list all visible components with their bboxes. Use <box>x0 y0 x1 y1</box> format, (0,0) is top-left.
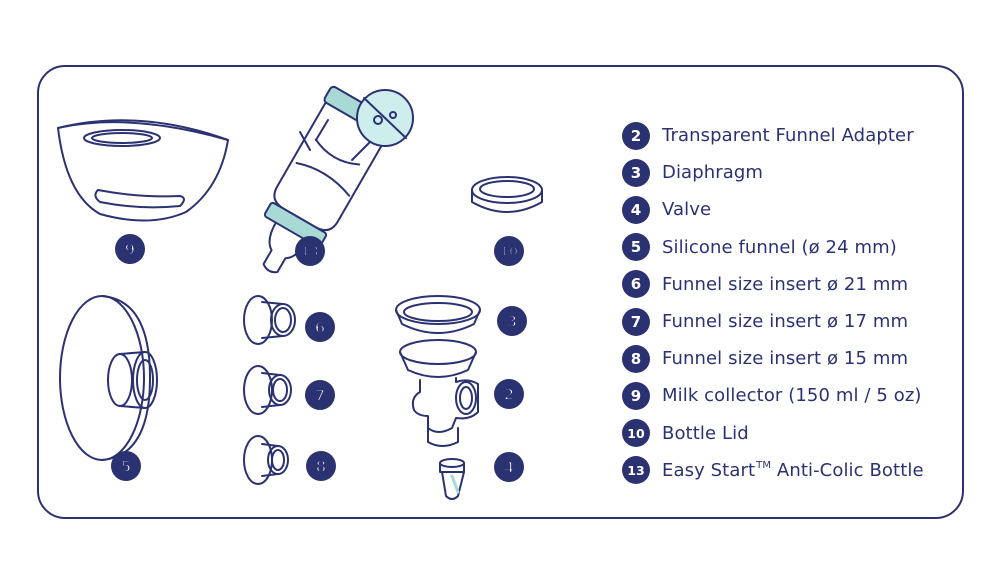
svg-text:9: 9 <box>124 240 135 259</box>
diaphragm-illustration <box>395 295 481 334</box>
legend-badge: 13 <box>622 456 650 485</box>
legend-label: Funnel size insert ø 21 mm <box>662 273 909 295</box>
badge-13: 13 <box>295 236 325 266</box>
badge-3: 3 <box>497 306 527 336</box>
insert-21mm-illustration <box>243 295 296 345</box>
legend-item: 8 Funnel size insert ø 15 mm <box>622 340 962 377</box>
legend-badge: 3 <box>622 158 650 187</box>
legend-badge: 7 <box>622 307 650 336</box>
badge-9: 9 <box>115 234 145 264</box>
svg-text:3: 3 <box>506 312 517 331</box>
svg-text:2: 2 <box>503 385 514 404</box>
milk-collector-illustration <box>57 119 229 222</box>
trademark-mark: TM <box>756 459 772 471</box>
legend-label: Milk collector (150 ml / 5 oz) <box>662 385 922 407</box>
funnel-adapter-illustration <box>399 339 479 447</box>
legend-badge: 2 <box>622 121 650 150</box>
legend-label: Easy StartTM Anti-Colic Bottle <box>662 460 924 481</box>
insert-17mm-illustration <box>243 365 292 415</box>
legend-badge: 5 <box>622 233 650 262</box>
legend-item: 9 Milk collector (150 ml / 5 oz) <box>622 377 962 414</box>
badge-10: 10 <box>494 236 524 266</box>
legend-item: 5 Silicone funnel (ø 24 mm) <box>622 229 962 266</box>
svg-text:4: 4 <box>503 458 514 477</box>
legend-label: Funnel size insert ø 17 mm <box>662 311 909 333</box>
legend-label-rest: Anti-Colic Bottle <box>771 459 924 481</box>
legend-badge: 8 <box>622 344 650 373</box>
legend-item: 2 Transparent Funnel Adapter <box>622 117 962 154</box>
svg-text:7: 7 <box>314 386 325 405</box>
legend-item: 10 Bottle Lid <box>622 415 962 452</box>
legend-item: 3 Diaphragm <box>622 154 962 191</box>
svg-text:8: 8 <box>315 457 326 476</box>
legend-badge: 4 <box>622 195 650 224</box>
legend-item: 7 Funnel size insert ø 17 mm <box>622 303 962 340</box>
legend-badge: 10 <box>622 419 650 448</box>
legend-item: 6 Funnel size insert ø 21 mm <box>622 266 962 303</box>
legend-label: Diaphragm <box>662 162 764 184</box>
svg-text:5: 5 <box>120 457 131 476</box>
legend-label: Valve <box>662 199 712 221</box>
legend-badge: 6 <box>622 270 650 299</box>
badge-7: 7 <box>305 380 335 410</box>
valve-illustration <box>439 458 465 500</box>
legend-item: 13 Easy StartTM Anti-Colic Bottle <box>622 452 962 489</box>
legend-label: Transparent Funnel Adapter <box>662 125 914 147</box>
badge-5: 5 <box>111 451 141 481</box>
badge-6: 6 <box>305 312 335 342</box>
badge-8: 8 <box>306 451 336 481</box>
anti-colic-bottle-illustration <box>262 85 414 274</box>
bottle-lid-illustration <box>471 176 543 213</box>
legend-label: Funnel size insert ø 15 mm <box>662 348 909 370</box>
badge-4: 4 <box>494 452 524 482</box>
legend-label: Bottle Lid <box>662 422 749 444</box>
svg-text:6: 6 <box>314 318 325 337</box>
svg-text:13: 13 <box>301 245 319 260</box>
badge-2: 2 <box>494 379 524 409</box>
legend-badge: 9 <box>622 381 650 410</box>
legend-label: Silicone funnel (ø 24 mm) <box>662 236 897 258</box>
parts-legend: 2 Transparent Funnel Adapter 3 Diaphragm… <box>622 117 962 489</box>
insert-15mm-illustration <box>243 435 289 485</box>
legend-item: 4 Valve <box>622 191 962 228</box>
silicone-funnel-illustration <box>59 295 158 461</box>
legend-label-main: Easy Start <box>662 459 756 481</box>
svg-text:10: 10 <box>500 245 518 260</box>
diagram-frame <box>37 65 964 519</box>
